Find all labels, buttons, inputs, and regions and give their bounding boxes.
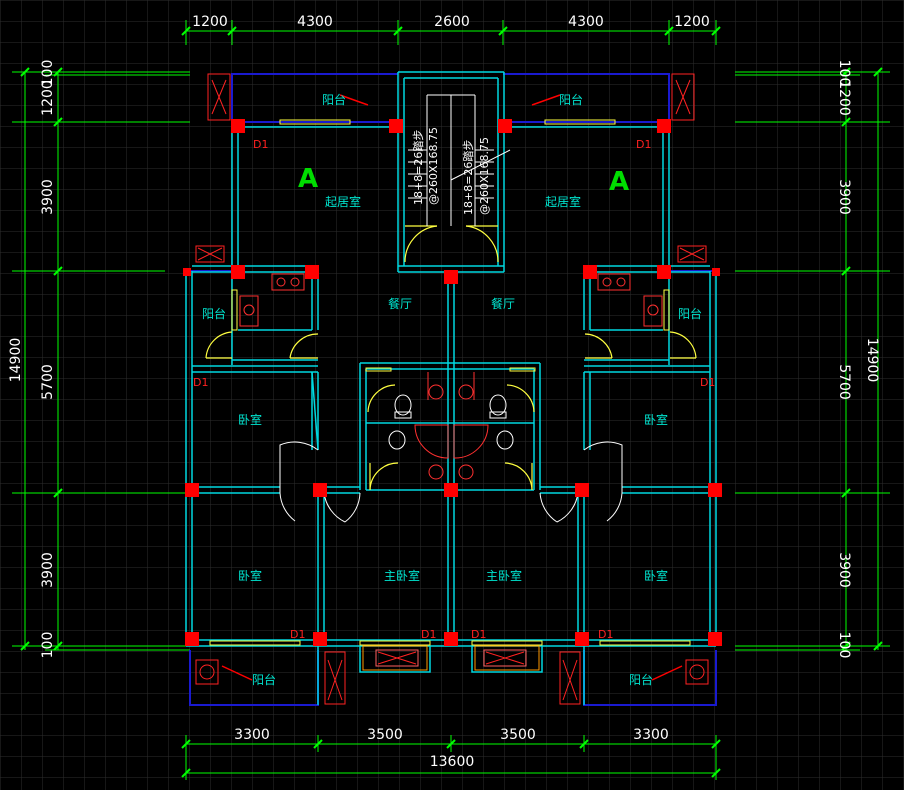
top-dim-3: 2600 xyxy=(434,14,470,30)
label-kitchen-balcony-right: 阳台 xyxy=(678,306,702,321)
label-dining-right: 餐厅 xyxy=(491,296,515,311)
left-dim-1: 100 xyxy=(40,60,56,87)
label-living-right: 起居室 xyxy=(545,194,581,209)
right-total: 14900 xyxy=(864,338,880,383)
label-bedroom-low-right: 卧室 xyxy=(644,568,668,583)
windows xyxy=(209,119,691,671)
label-master-right: 主卧室 xyxy=(486,568,522,583)
tag-d1-5: D1 xyxy=(290,628,305,641)
label-bedroom-mid-right: 卧室 xyxy=(644,412,668,427)
drain-arrows xyxy=(221,94,683,681)
stair-note-4: @260X168.75 xyxy=(478,137,491,215)
unit-tag-right: A xyxy=(609,167,629,197)
right-dim-3: 3900 xyxy=(836,179,852,215)
stair-notes: 18+8=26踏步 @260X168.75 18+8=26踏步 @260X168… xyxy=(411,127,491,215)
top-dim-5: 1200 xyxy=(674,14,710,30)
tag-d1-8: D1 xyxy=(598,628,613,641)
tag-d1-7: D1 xyxy=(471,628,486,641)
tag-d1-4: D1 xyxy=(700,376,715,389)
left-total: 14900 xyxy=(8,338,24,383)
bottom-dim-3: 3500 xyxy=(500,727,536,743)
bottom-total: 13600 xyxy=(430,754,475,770)
right-dimension-labels: 100 1200 3900 5700 3900 100 14900 xyxy=(836,60,880,659)
tag-d1-6: D1 xyxy=(421,628,436,641)
top-dim-4: 4300 xyxy=(568,14,604,30)
left-dim-2: 1200 xyxy=(40,80,56,116)
toilets xyxy=(388,394,514,450)
left-dimension-labels: 100 1200 3900 5700 3900 100 14900 xyxy=(8,60,56,659)
right-dim-2: 1200 xyxy=(836,80,852,116)
tag-d1-3: D1 xyxy=(193,376,208,389)
label-kitchen-balcony-left: 阳台 xyxy=(202,306,226,321)
label-balcony-nw: 阳台 xyxy=(322,92,346,107)
stair-note-3: 18+8=26踏步 xyxy=(461,140,475,215)
bottom-dimension-labels: 3300 3500 3500 3300 13600 xyxy=(234,727,669,770)
right-dim-4: 5700 xyxy=(836,364,852,400)
columns xyxy=(183,119,722,646)
tag-d1-1: D1 xyxy=(253,138,268,151)
left-dim-6: 100 xyxy=(40,632,56,659)
label-living-left: 起居室 xyxy=(325,194,361,209)
tag-d1-2: D1 xyxy=(636,138,651,151)
label-balcony-sw: 阳台 xyxy=(252,672,276,687)
bottom-dim-4: 3300 xyxy=(633,727,669,743)
label-bedroom-mid-left: 卧室 xyxy=(238,412,262,427)
left-dim-5: 3900 xyxy=(40,552,56,588)
right-dim-1: 100 xyxy=(836,60,852,87)
top-dimension-labels: 1200 4300 2600 4300 1200 xyxy=(192,14,710,30)
left-dim-3: 3900 xyxy=(40,179,56,215)
walls xyxy=(185,71,717,705)
dimension-ticks xyxy=(20,26,883,778)
top-dim-2: 4300 xyxy=(297,14,333,30)
doors xyxy=(205,225,697,491)
label-dining-left: 餐厅 xyxy=(388,296,412,311)
unit-tags: A A xyxy=(298,164,629,197)
left-dim-4: 5700 xyxy=(40,364,56,400)
label-balcony-ne: 阳台 xyxy=(559,92,583,107)
stair-note-2: @260X168.75 xyxy=(427,127,440,205)
right-dim-6: 100 xyxy=(836,632,852,659)
top-dim-1: 1200 xyxy=(192,14,228,30)
bottom-dim-1: 3300 xyxy=(234,727,270,743)
bottom-dim-2: 3500 xyxy=(367,727,403,743)
stair xyxy=(408,94,511,226)
bath-fixtures xyxy=(414,372,489,480)
unit-tag-left: A xyxy=(298,164,318,194)
stair-note-1: 18+8=26踏步 xyxy=(411,130,425,205)
ac-units xyxy=(195,73,709,705)
label-master-left: 主卧室 xyxy=(384,568,420,583)
right-dim-5: 3900 xyxy=(836,552,852,588)
label-balcony-se: 阳台 xyxy=(629,672,653,687)
window-tags: D1 D1 D1 D1 D1 D1 D1 D1 xyxy=(193,138,715,641)
room-labels: 阳台 阳台 起居室 起居室 餐厅 餐厅 阳台 阳台 卧室 卧室 卧室 卧室 主卧… xyxy=(202,92,702,687)
label-bedroom-low-left: 卧室 xyxy=(238,568,262,583)
kitchen-fixtures xyxy=(239,273,663,327)
